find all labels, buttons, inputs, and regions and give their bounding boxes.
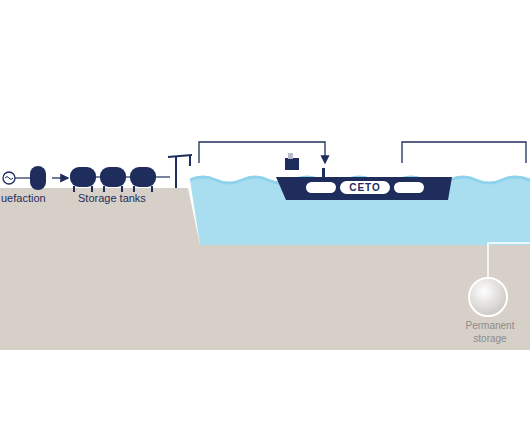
storage-tanks: [70, 167, 156, 192]
diagram-node: Storage tanks: [62, 150, 200, 206]
diagram-node: uefaction: [0, 160, 52, 206]
compressor-symbol: [3, 172, 15, 184]
route-line: [402, 142, 526, 163]
node-label: CETO: [340, 181, 390, 194]
node-label: Permanent storage: [455, 319, 525, 345]
flow-connector: [52, 177, 68, 178]
injection-well: [488, 243, 530, 278]
node-label: uefaction: [1, 192, 46, 205]
sea-water: [190, 177, 530, 245]
pressure-vessel: [30, 166, 46, 190]
tank-link: [126, 176, 130, 177]
tank-link: [96, 176, 100, 177]
diagram-node: Permanent storage: [455, 276, 525, 350]
diagram-node: CETO: [276, 163, 452, 200]
node-label: Storage tanks: [78, 192, 146, 205]
flow-connector: [199, 142, 325, 163]
storage-sphere: [469, 278, 507, 316]
compressor-wave: [5, 177, 13, 180]
loading-arm: [168, 155, 192, 188]
ship: [276, 153, 452, 200]
pipe: [15, 177, 30, 178]
pipe: [156, 176, 170, 177]
